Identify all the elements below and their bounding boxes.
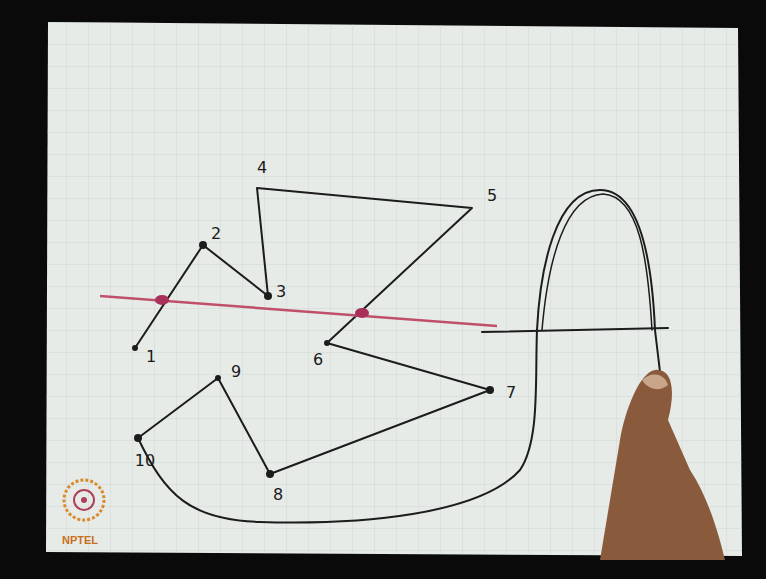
vertex-label: 8	[273, 487, 283, 503]
pointing-hand	[600, 370, 725, 560]
vertex-label: 5	[487, 188, 497, 204]
vertex-label: 4	[257, 160, 267, 176]
fingernail	[642, 375, 668, 390]
intersection-dots	[155, 295, 369, 318]
vertex-label: 10	[135, 453, 155, 469]
vertex-label: 3	[276, 284, 286, 300]
vertex-label: 2	[211, 226, 221, 242]
vertex-label: 9	[231, 364, 241, 380]
vertex-label: 6	[313, 352, 323, 368]
sweep-line	[100, 296, 497, 326]
nptel-logo	[64, 480, 104, 520]
logo-text: NPTEL	[62, 535, 98, 546]
polygon-outline	[135, 188, 668, 522]
vertex-dots	[132, 241, 494, 478]
vertex-label: 1	[146, 349, 156, 365]
vertex-label: 7	[506, 385, 516, 401]
